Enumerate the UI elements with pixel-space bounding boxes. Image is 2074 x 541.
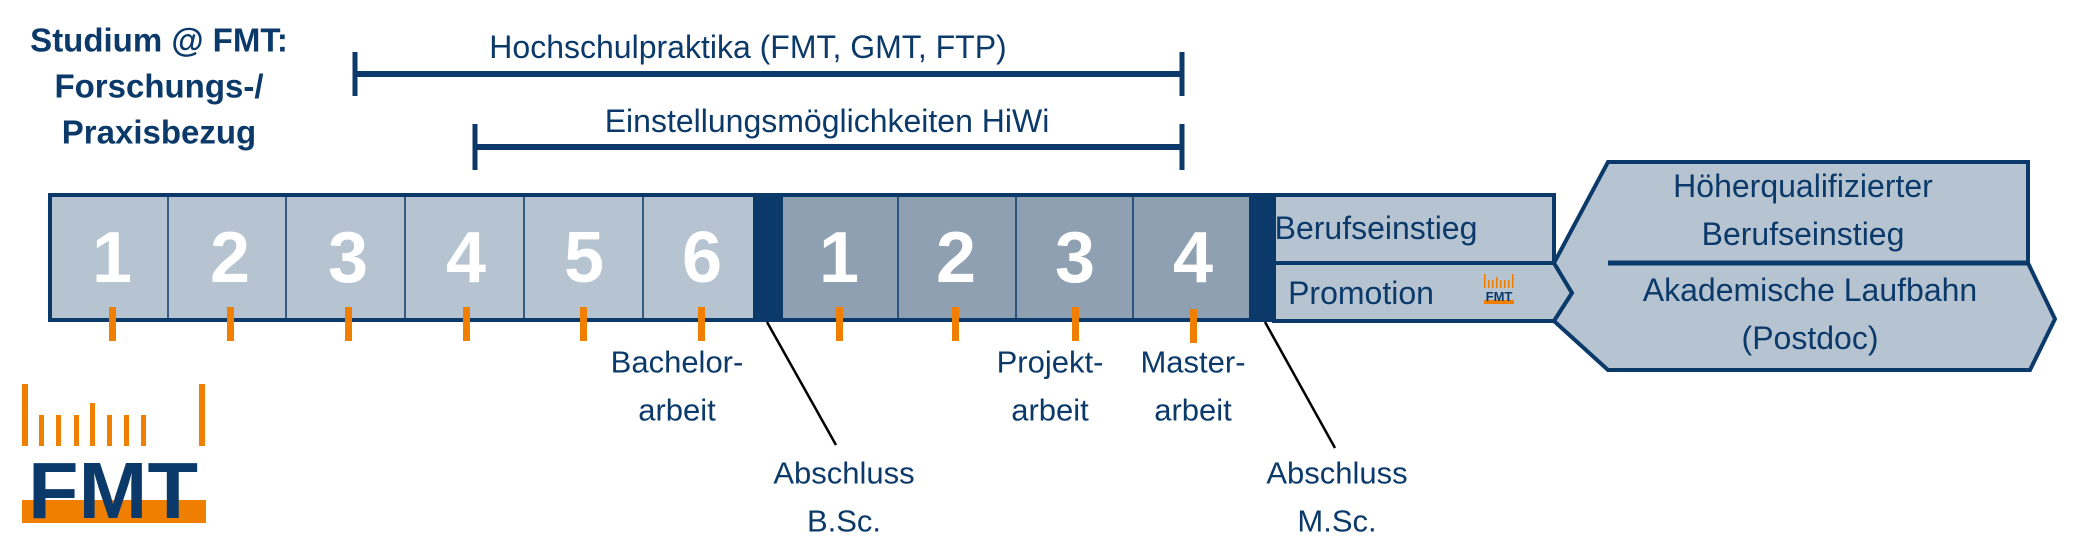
page-title-line-3: Praxisbezug: [61, 113, 257, 151]
akademisch-label-2: (Postdoc): [1741, 320, 1879, 356]
hoeher-label-2: Berufseinstieg: [1701, 216, 1905, 252]
master-semester-1: 1: [818, 218, 860, 298]
svg-text:FMT: FMT: [1486, 289, 1513, 304]
fmt-small-logo-icon: FMT: [1484, 274, 1514, 304]
bachelor-cells: [48, 193, 757, 322]
masterarbeit-label-2: arbeit: [1154, 392, 1232, 428]
projektarbeit-label-2: arbeit: [1011, 392, 1089, 428]
hoeher-label-1: Höherqualifizierter: [1673, 168, 1933, 204]
berufseinstieg-label: Berufseinstieg: [1274, 210, 1478, 246]
master-semester-2: 2: [935, 218, 977, 298]
projektarbeit-label-1: Projekt-: [996, 344, 1104, 380]
semester-ticks: [109, 307, 1197, 343]
career-box: [1551, 160, 2058, 372]
berufseinstieg-box: [1272, 193, 1556, 265]
bachelor-semester-3: 3: [327, 218, 369, 298]
bachelor-semester-5: 5: [563, 218, 605, 298]
bachelorarbeit-label-2: arbeit: [638, 392, 716, 428]
fmt-logo: FMT: [22, 384, 206, 535]
span-hochschulpraktika: [352, 52, 1185, 96]
abschluss-msc-label-1: Abschluss: [1266, 455, 1408, 491]
bachelor-semester-2: 2: [209, 218, 251, 298]
master-cells: [779, 193, 1253, 322]
bachelor-semester-1: 1: [91, 218, 133, 298]
akademisch-label-1: Akademische Laufbahn: [1642, 272, 1978, 308]
master-semester-3: 3: [1054, 218, 1096, 298]
abschluss-bsc-label-2: B.Sc.: [806, 503, 882, 539]
abschluss-msc-label-2: M.Sc.: [1297, 503, 1377, 539]
abschluss-bsc-label-1: Abschluss: [773, 455, 915, 491]
master-semester-4: 4: [1172, 218, 1214, 298]
bachelorarbeit-label-1: Bachelor-: [610, 344, 744, 380]
page-title-line-2: Forschungs-/: [54, 67, 264, 105]
bachelor-semester-6: 6: [681, 218, 723, 298]
page-title-line-1: Studium @ FMT:: [30, 21, 288, 59]
msc-separator: [1250, 193, 1274, 322]
promotion-label: Promotion: [1288, 275, 1434, 311]
span-label-hiwi: Einstellungsmöglichkeiten HiWi: [604, 103, 1050, 139]
span-label-hochschulpraktika: Hochschulpraktika (FMT, GMT, FTP): [489, 29, 1007, 65]
bsc-leader-line: [765, 321, 838, 446]
msc-leader-line: [1263, 321, 1337, 449]
bachelor-semester-4: 4: [445, 218, 487, 298]
bsc-separator: [755, 193, 781, 322]
masterarbeit-label-1: Master-: [1140, 344, 1246, 380]
span-hiwi: [472, 124, 1185, 170]
svg-text:FMT: FMT: [28, 446, 198, 535]
